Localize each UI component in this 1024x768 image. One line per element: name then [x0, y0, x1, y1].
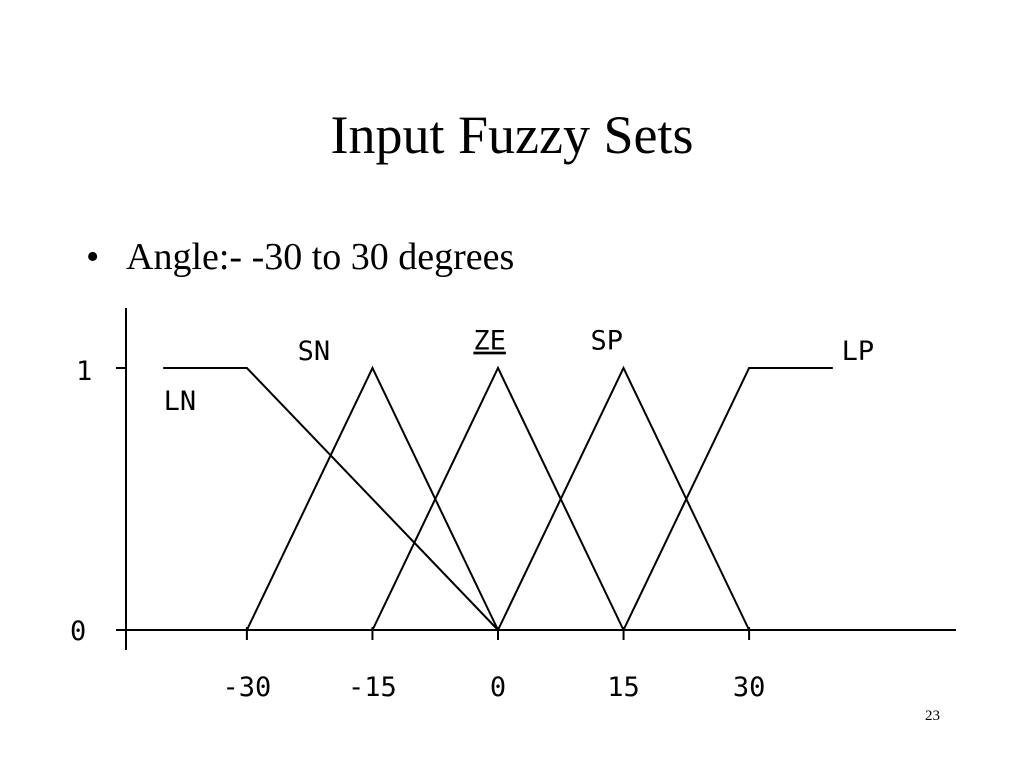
series-label-ln: LN — [164, 386, 197, 417]
bullet-item: • Angle:- -30 to 30 degrees — [86, 232, 514, 282]
bullet-text: Angle:- -30 to 30 degrees — [126, 236, 515, 278]
slide-number: 23 — [925, 708, 940, 724]
x-tick-label: -15 — [348, 672, 397, 703]
series-lp — [622, 367, 833, 631]
chart-axes: 0 1 -30 -15 0 15 30 — [70, 308, 956, 703]
x-tick-label: 15 — [607, 672, 640, 703]
series-sp — [497, 365, 751, 631]
series-sn — [245, 365, 499, 631]
x-tick-label: -30 — [223, 672, 272, 703]
y-tick-label: 1 — [76, 356, 92, 387]
series-label-sn: SN — [298, 336, 331, 367]
x-tick-label: 0 — [490, 672, 506, 703]
series-ln — [163, 367, 499, 631]
slide-title: Input Fuzzy Sets — [330, 105, 694, 165]
bullet-marker: • — [86, 236, 100, 278]
series-label-sp: SP — [591, 326, 624, 357]
chart-labels: LN SN ZE SP LP — [164, 326, 874, 417]
series-label-ze: ZE — [473, 326, 506, 357]
chart-series — [163, 365, 833, 631]
x-tick-label: 30 — [733, 672, 766, 703]
y-tick-label: 0 — [70, 616, 86, 647]
series-ze — [371, 365, 625, 631]
series-label-lp: LP — [842, 336, 875, 367]
